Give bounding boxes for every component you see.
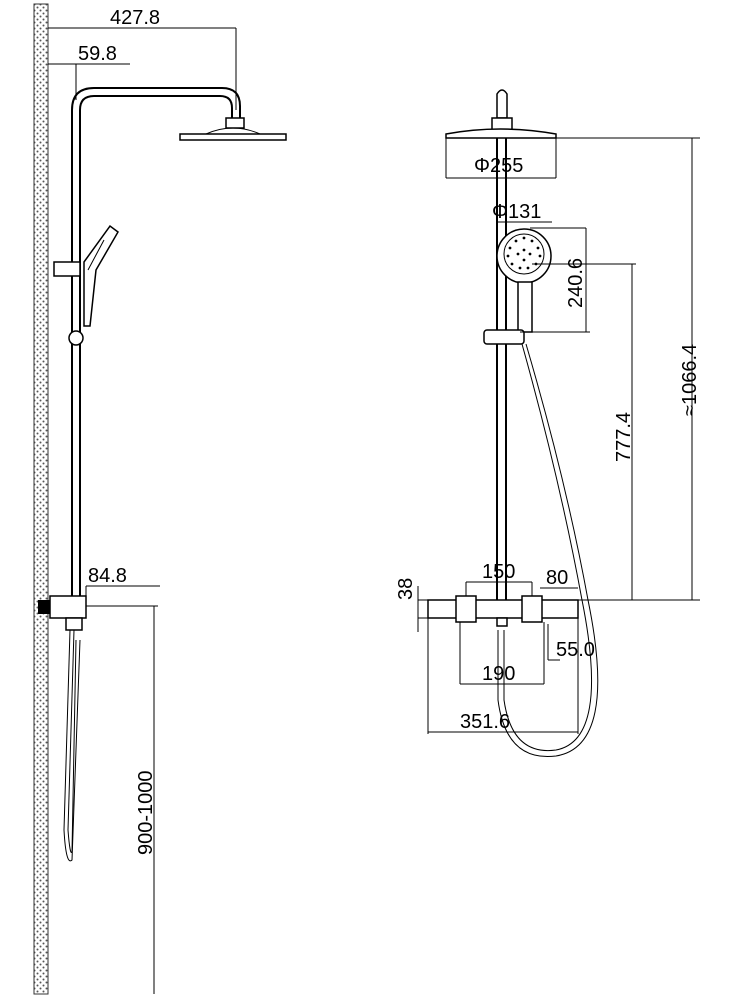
front-hose (497, 343, 599, 758)
side-valve (38, 595, 87, 631)
dim-valve-width: 190 (482, 663, 515, 685)
dim-hand-diameter: Φ131 (492, 201, 541, 223)
dim-total-height: ≈1066.4 (679, 344, 701, 416)
dim-arm-offset: 59.8 (78, 43, 117, 65)
dim-head-diameter: Φ255 (474, 155, 523, 177)
front-rain-head (445, 128, 557, 179)
dim-valve-depth: 84.8 (88, 565, 127, 587)
dim-valve-height: 38 (395, 578, 417, 600)
dim-hand-height: 240.6 (565, 258, 587, 308)
front-top-fitting (491, 89, 513, 131)
front-riser-pipe (496, 138, 507, 600)
front-dimension-lines (417, 137, 700, 734)
dim-valve-centers: 150 (482, 561, 515, 583)
side-hose (63, 629, 81, 862)
side-view: 427.8 59.8 84.8 900-1000 (33, 3, 287, 995)
front-hand-shower (483, 228, 552, 345)
side-shower-head (179, 117, 287, 141)
dim-install-height: 900-1000 (135, 770, 157, 855)
front-valve-bar (427, 595, 579, 627)
dim-arm-projection: 427.8 (110, 7, 160, 29)
side-dimension-lines (48, 27, 237, 994)
front-view: Φ255 Φ131 240.6 777.4 ≈1066.4 38 150 80 … (395, 89, 701, 758)
side-riser-pipe (71, 110, 81, 610)
wall (33, 3, 49, 995)
dim-outlet-offset: 55.0 (556, 639, 595, 661)
dim-valve-offset: 80 (546, 567, 568, 589)
side-hand-shower (53, 224, 119, 346)
side-shower-arm (71, 87, 241, 118)
dim-overall-width: 351.6 (460, 711, 510, 733)
nozzle-dots (506, 236, 542, 270)
dim-rail-height: 777.4 (613, 412, 635, 462)
